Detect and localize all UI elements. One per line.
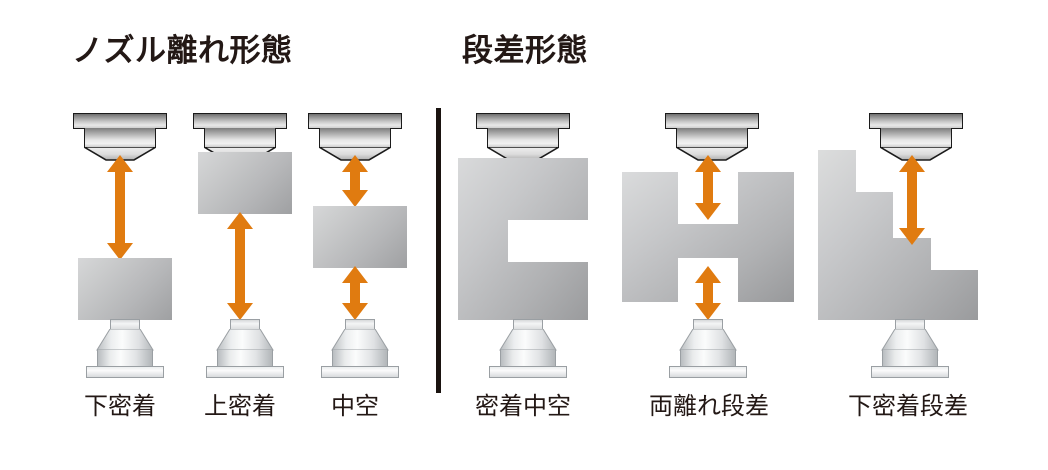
gap-arrow-nozzle-workpiece <box>103 155 137 260</box>
group-divider <box>436 108 441 393</box>
gap-arrow-workpiece-pedestal <box>338 266 372 320</box>
nozzle-body <box>84 128 156 148</box>
nozzle-body <box>487 128 559 148</box>
nozzle-body <box>676 128 748 148</box>
caption-col-4: 密着中空 <box>475 393 571 420</box>
nozzle-tip <box>880 147 952 161</box>
caption-col-1: 下密着 <box>84 393 156 420</box>
pedestal-barrel <box>332 350 388 367</box>
pedestal-cone <box>877 329 943 351</box>
gap-arrow-nozzle-step <box>895 155 929 245</box>
pedestal-flange <box>86 366 164 378</box>
heading-nozzle-separation: ノズル離れ形態 <box>72 33 293 68</box>
workpiece-rectangle <box>78 258 172 320</box>
caption-col-2: 上密着 <box>204 393 276 420</box>
workpiece-c-notch <box>458 158 588 320</box>
nozzle-cap <box>73 113 167 129</box>
pedestal-chuck <box>206 319 284 379</box>
workpiece-staircase <box>818 150 978 320</box>
nozzle-cap <box>869 113 963 129</box>
heading-step-difference: 段差形態 <box>462 33 588 68</box>
nozzle-body <box>880 128 952 148</box>
pedestal-flange <box>669 366 747 378</box>
nozzle-icon <box>473 113 573 161</box>
nozzle-body <box>319 128 391 148</box>
column-ue-micchaku: 上密着 <box>185 0 295 470</box>
pedestal-flange <box>206 366 284 378</box>
nozzle-cap <box>476 113 570 129</box>
nozzle-cap <box>193 113 287 129</box>
pedestal-barrel <box>217 350 273 367</box>
column-micchaku-chuku: 密着中空 <box>458 0 588 470</box>
pedestal-barrel <box>680 350 736 367</box>
caption-col-3: 中空 <box>331 393 379 420</box>
nozzle-cap <box>665 113 759 129</box>
caption-col-6: 下密着段差 <box>848 393 968 420</box>
workpiece-rectangle <box>313 206 407 268</box>
pedestal-cone <box>92 329 158 351</box>
pedestal-chuck <box>669 319 747 379</box>
pedestal-flange <box>321 366 399 378</box>
nozzle-icon <box>662 113 762 161</box>
nozzle-icon <box>305 113 405 161</box>
pedestal-cone <box>495 329 561 351</box>
pedestal-cone <box>675 329 741 351</box>
caption-col-5: 両離れ段差 <box>649 393 769 420</box>
pedestal-flange <box>489 366 567 378</box>
pedestal-flange <box>871 366 949 378</box>
nozzle-icon <box>866 113 966 161</box>
column-ryouhanare-dansa: 両離れ段差 <box>622 0 802 470</box>
gap-arrow-notch-pedestal <box>691 266 725 320</box>
pedestal-cone <box>212 329 278 351</box>
pedestal-barrel <box>882 350 938 367</box>
gap-arrow-nozzle-notch <box>691 155 725 220</box>
nozzle-cap <box>308 113 402 129</box>
column-chuku: 中空 <box>300 0 410 470</box>
nozzle-body <box>204 128 276 148</box>
pedestal-chuck <box>489 319 567 379</box>
workpiece-h-notch <box>622 172 794 302</box>
gap-arrow-nozzle-workpiece <box>338 155 372 207</box>
pedestal-cone <box>327 329 393 351</box>
pedestal-barrel <box>97 350 153 367</box>
pedestal-chuck <box>871 319 949 379</box>
nozzle-tip <box>319 147 391 161</box>
pedestal-barrel <box>500 350 556 367</box>
workpiece-rectangle <box>198 152 292 214</box>
nozzle-icon <box>70 113 170 161</box>
column-shita-micchaku-dansa: 下密着段差 <box>818 0 998 470</box>
gap-arrow-workpiece-pedestal <box>223 212 257 320</box>
pedestal-chuck <box>86 319 164 379</box>
nozzle-tip <box>84 147 156 161</box>
pedestal-chuck <box>321 319 399 379</box>
nozzle-tip <box>676 147 748 161</box>
column-shita-micchaku: 下密着 <box>65 0 175 470</box>
